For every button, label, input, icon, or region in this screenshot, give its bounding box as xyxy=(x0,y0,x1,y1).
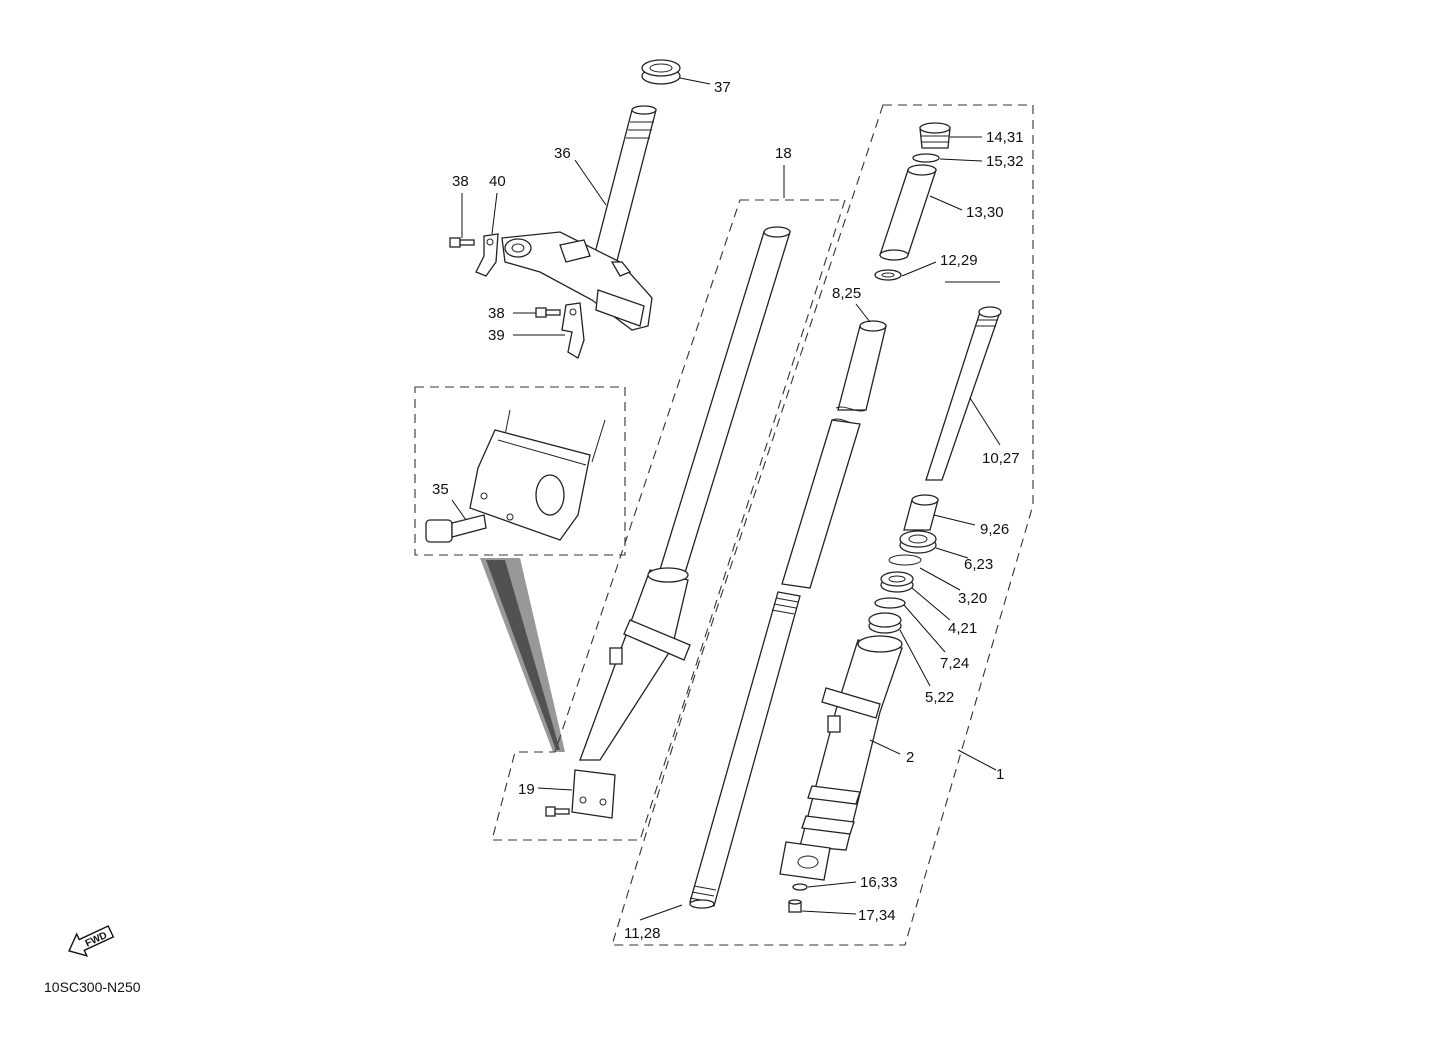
callout-37: 37 xyxy=(714,79,731,96)
leader-lines xyxy=(451,77,1001,921)
outer-tube-part-2 xyxy=(779,635,903,881)
fork-assembly-outline xyxy=(611,104,1034,946)
spring-part-11-28 xyxy=(689,591,801,909)
taper-spindle-part-9-26 xyxy=(903,494,939,531)
callout-40: 40 xyxy=(489,173,506,190)
callout-2: 2 xyxy=(906,749,914,766)
bolt-part-35 xyxy=(425,514,487,543)
diagram-code: 10SC300-N250 xyxy=(44,979,141,995)
bolt-part-17-34 xyxy=(788,899,802,913)
callout-39: 39 xyxy=(488,327,505,344)
bolt-part-38-upper xyxy=(449,237,475,248)
callout-13-30: 13,30 xyxy=(966,204,1004,221)
callout-3-20: 3,20 xyxy=(958,590,987,607)
washer-part-12-29 xyxy=(874,269,902,281)
callout-11-28: 11,28 xyxy=(624,925,660,942)
callout-18: 18 xyxy=(775,145,792,162)
spacer-part-8-25 xyxy=(835,320,887,412)
callout-15-32: 15,32 xyxy=(986,153,1024,170)
steering-stem-part-36 xyxy=(501,105,657,331)
inner-tube-part-18 xyxy=(657,226,791,577)
fwd-arrow-icon: FWD xyxy=(68,925,115,957)
washer-part-7-24 xyxy=(874,597,906,609)
callout-38-upper: 38 xyxy=(452,173,469,190)
clamp-part-39 xyxy=(561,302,585,359)
cap-bolt-part-14-31 xyxy=(919,122,951,149)
callout-7-24: 7,24 xyxy=(940,655,969,672)
callout-36: 36 xyxy=(554,145,571,162)
bolt-part-19 xyxy=(545,806,570,817)
spring-upper xyxy=(781,418,861,589)
detail-pointer xyxy=(480,558,565,752)
clip-part-3-20 xyxy=(888,554,922,566)
callout-8-25: 8,25 xyxy=(832,285,861,302)
clamp-part-40 xyxy=(475,233,499,277)
callout-35: 35 xyxy=(432,481,449,498)
outer-slider-left xyxy=(571,567,691,819)
callout-38-lower: 38 xyxy=(488,305,505,322)
callout-1: 1 xyxy=(996,766,1004,783)
bolt-part-38-lower xyxy=(535,307,561,318)
callout-5-22: 5,22 xyxy=(925,689,954,706)
callout-10-27: 10,27 xyxy=(982,450,1020,467)
o-ring-part-15-32 xyxy=(912,153,940,163)
callout-17-34: 17,34 xyxy=(858,907,896,924)
fwd-label: FWD xyxy=(84,930,109,950)
detail-inset-bracket xyxy=(469,409,606,541)
gasket-part-16-33 xyxy=(792,883,808,891)
oil-seal-part-4-21 xyxy=(880,571,914,593)
damper-rod-part-10-27 xyxy=(925,306,1002,481)
collar-part-13-30 xyxy=(879,164,937,261)
bushing-part-5-22 xyxy=(868,612,902,634)
callout-14-31: 14,31 xyxy=(986,129,1024,146)
callout-12-29: 12,29 xyxy=(940,252,978,269)
callout-9-26: 9,26 xyxy=(980,521,1009,538)
callout-16-33: 16,33 xyxy=(860,874,898,891)
bearing-part-37 xyxy=(641,59,681,85)
callout-6-23: 6,23 xyxy=(964,556,993,573)
dust-seal-part-6-23 xyxy=(899,530,937,554)
detail-inset-outline xyxy=(414,386,626,556)
callout-4-21: 4,21 xyxy=(948,620,977,637)
callout-19: 19 xyxy=(518,781,535,798)
